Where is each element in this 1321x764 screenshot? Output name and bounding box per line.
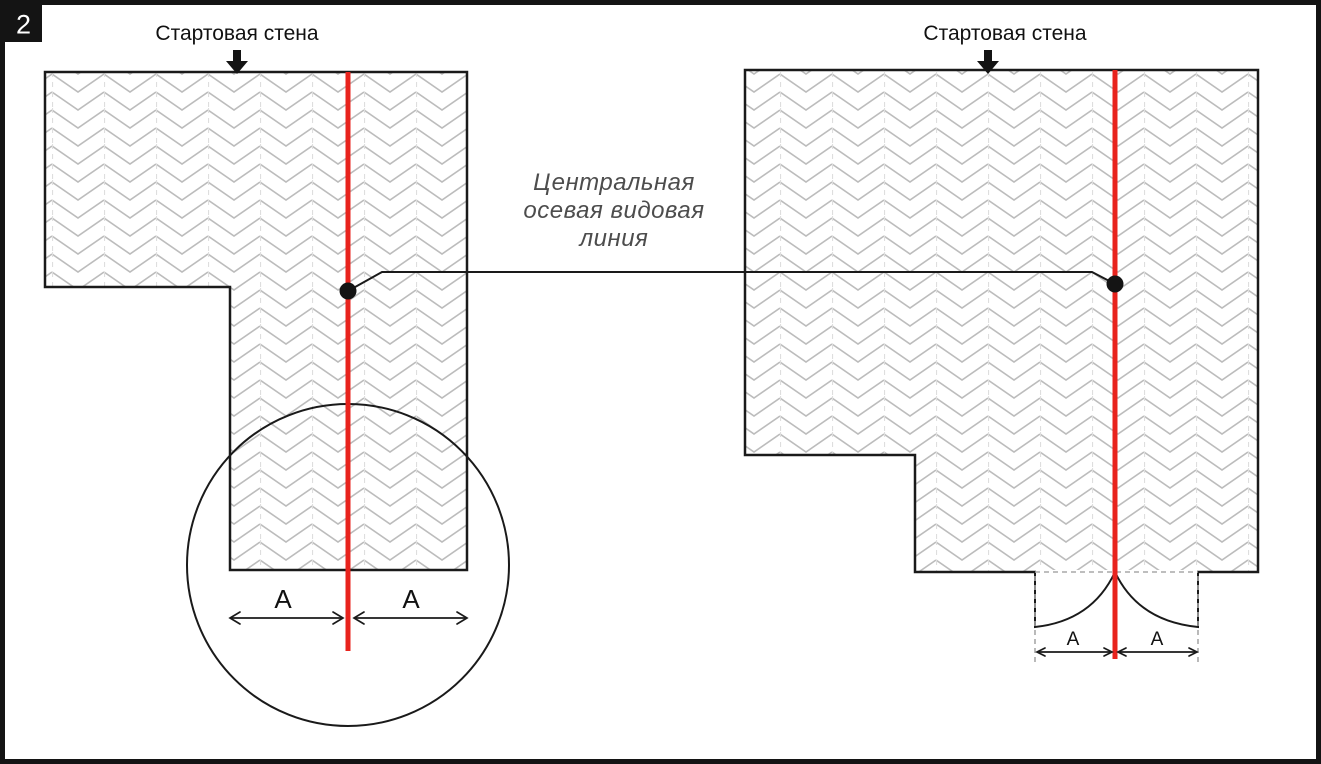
start-wall-label-left: Стартовая стена (155, 22, 318, 45)
dim-arrowhead (1188, 647, 1199, 657)
dim-arrowhead (352, 611, 365, 625)
figure-number: 2 (16, 10, 31, 40)
axis-point-right (1106, 275, 1124, 293)
room-plan-right (743, 68, 1260, 574)
dim-label-a-zoom-right: A (402, 584, 420, 614)
caption-line-1: Центральная (533, 169, 695, 196)
dim-label-a-right-2: A (1151, 629, 1164, 650)
down-arrow-icon-left (226, 50, 248, 74)
dim-arrowhead (228, 611, 241, 625)
dim-arrowhead (1103, 647, 1114, 657)
dim-label-a-right-1: A (1067, 629, 1080, 650)
dim-label-a-zoom-left: A (274, 584, 292, 614)
dim-arrowhead (456, 611, 469, 625)
dim-arrowhead (332, 611, 345, 625)
plank-cut-curve-right (1114, 571, 1199, 629)
plank-cut-curve-left (1034, 571, 1116, 629)
axis-connector-line (347, 271, 1116, 292)
dim-arrowhead (1035, 647, 1046, 657)
caption-line-3: линия (578, 225, 649, 252)
figure-number-badge (5, 5, 42, 42)
start-wall-label-right: Стартовая стена (923, 22, 1086, 45)
down-arrow-icon-right (977, 50, 999, 74)
axis-point-left (339, 282, 357, 300)
caption-line-2: осевая видовая (523, 197, 704, 224)
room-plan-left (43, 70, 469, 572)
dim-arrowhead (1116, 647, 1127, 657)
